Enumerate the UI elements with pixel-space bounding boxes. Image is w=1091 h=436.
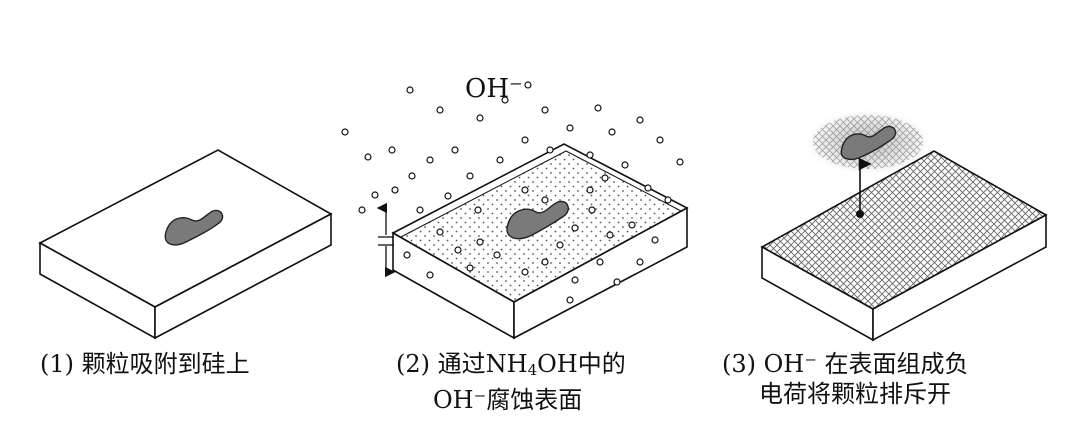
oh-ion [613,278,621,286]
oh-ion [556,241,564,249]
oh-ion [676,158,684,166]
caption-panel-3: (3) OH⁻ 在表面组成负 电荷将颗粒排斥开 [722,350,969,408]
oh-ion [636,258,644,266]
oh-ion [371,191,379,199]
oh-ion [541,106,549,114]
oh-ion [606,231,614,239]
oh-ion [608,128,616,136]
oh-ion [636,116,644,124]
oh-ion [476,238,484,246]
oh-ion [586,186,594,194]
oh-ion [521,268,529,276]
oh-ion [364,153,372,161]
oh-ion [358,206,366,214]
oh-ion [403,251,411,259]
oh-ion [493,251,501,259]
oh-ion [444,192,452,200]
oh-ion-cloud [341,81,684,304]
oh-ion [426,156,434,164]
oh-ion [571,224,579,232]
oh-ion [476,114,484,122]
oh-ion [426,271,434,279]
oh-ion [586,151,594,159]
oh-ion [566,124,574,132]
repulsion-arrow [856,157,872,218]
oh-ion [388,146,396,154]
oh-ion [594,104,602,112]
oh-ion [521,186,529,194]
oh-ion [571,276,579,284]
oh-ion-label: OH⁻ [465,74,523,104]
oh-ion [664,196,672,204]
oh-ion [566,296,574,304]
caption-panel-2: (2) 通过NH4OH中的 OH⁻腐蚀表面 [396,350,626,414]
oh-ion [436,228,444,236]
oh-ion [601,174,609,182]
oh-ion [406,86,414,94]
wafer-block-2 [391,143,689,340]
oh-ion [496,156,504,164]
oh-ion [408,172,416,180]
particle-1 [164,209,224,246]
oh-ion [621,161,629,169]
particle-3 [840,125,897,160]
oh-ion [541,196,549,204]
particle-2 [506,200,569,240]
oh-ion [546,146,554,154]
oh-ion [524,81,532,89]
wafer-block-1 [38,149,333,340]
oh-ion [596,258,604,266]
oh-ion [628,221,636,229]
oh-ion [341,128,349,136]
oh-ion [436,106,444,114]
oh-ion [391,186,399,194]
oh-ion [416,206,424,214]
oh-ion [521,136,529,144]
oh-ion [588,206,596,214]
oh-ion [656,136,664,144]
oh-ion [454,246,462,254]
oh-ion [451,146,459,154]
oh-ion [466,172,474,180]
etch-depth-indicator [376,202,396,278]
oh-ion [651,236,659,244]
oh-ion [466,264,474,272]
wafer-block-3 [760,150,1048,342]
oh-ion [541,258,549,266]
oh-ion [501,96,509,104]
caption-panel-1: (1) 颗粒吸附到硅上 [40,350,250,378]
oh-ion [644,184,652,192]
oh-ion [474,206,482,214]
